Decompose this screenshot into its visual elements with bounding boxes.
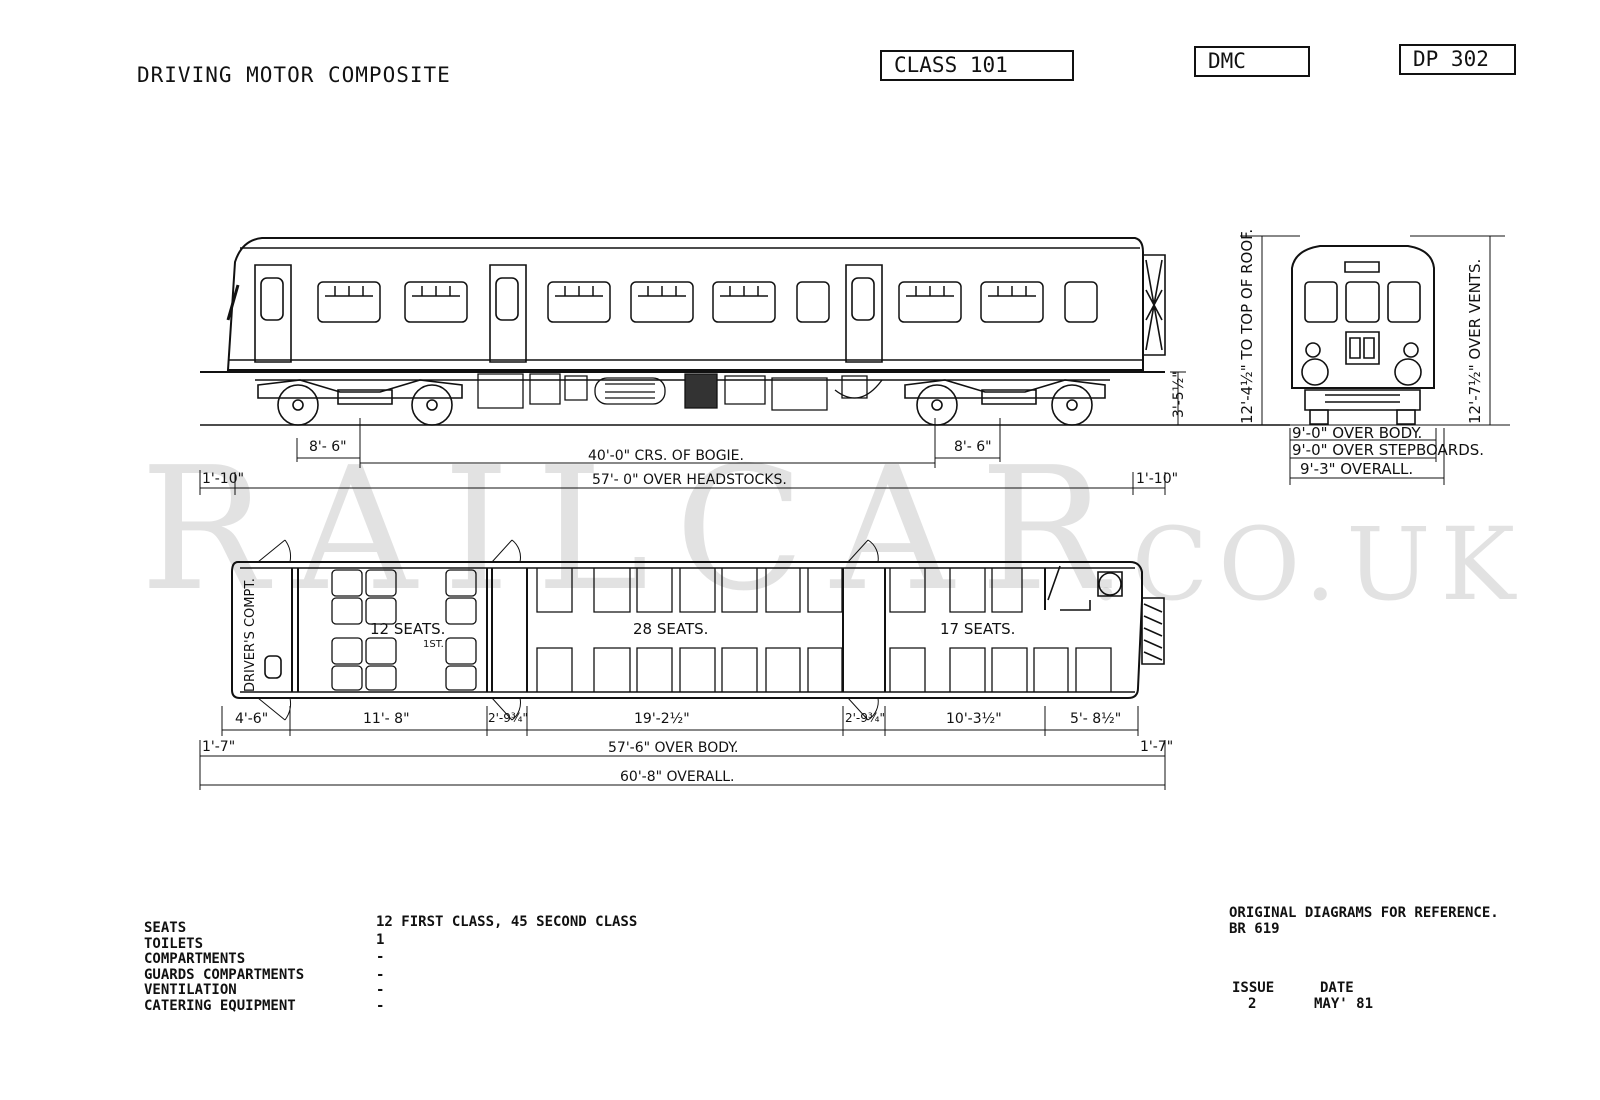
end-window-right bbox=[1388, 282, 1420, 322]
date-value: MAY' 81 bbox=[1314, 996, 1374, 1012]
dim-plan-d3: 2'-9¾" bbox=[488, 711, 529, 725]
end-buffer-left bbox=[1302, 359, 1328, 385]
spec-label: TOILETS bbox=[144, 935, 204, 952]
gangway-hatching bbox=[1146, 260, 1162, 350]
end-window-centre bbox=[1346, 282, 1379, 322]
spec-value: 1 bbox=[376, 931, 385, 948]
date-label: DATE bbox=[1320, 980, 1354, 996]
dim-end-left: 1'-10" bbox=[202, 471, 245, 487]
gangway-bellows bbox=[1143, 255, 1165, 355]
dim-plan-d7: 5'- 8½" bbox=[1070, 711, 1122, 727]
diagram-number-box: DP 302 bbox=[1399, 44, 1516, 75]
second-class-seats bbox=[537, 568, 1111, 692]
plan-view bbox=[232, 540, 1164, 720]
spec-label: GUARDS COMPARTMENTS bbox=[144, 966, 305, 983]
dim-end-stepboards: 9'-0" OVER STEPBOARDS. bbox=[1292, 441, 1485, 459]
reference-line-1: ORIGINAL DIAGRAMS FOR REFERENCE. bbox=[1229, 905, 1499, 921]
end-body-outline bbox=[1292, 246, 1434, 388]
spec-value: - bbox=[376, 949, 385, 965]
dim-plan-d6: 10'-3½" bbox=[946, 711, 1002, 727]
issue-label: ISSUE bbox=[1232, 980, 1275, 996]
end-door-panel-right bbox=[1364, 338, 1374, 358]
dim-plan-d2: 11'- 8" bbox=[363, 711, 410, 727]
first-class-mark: 1ST. bbox=[423, 639, 444, 650]
end-window-left bbox=[1305, 282, 1337, 322]
middle-seats-label: 28 SEATS. bbox=[633, 620, 709, 638]
end-bogie bbox=[1305, 390, 1420, 410]
spec-value: - bbox=[376, 982, 385, 998]
class-label: CLASS 101 bbox=[894, 53, 1008, 77]
issue-value: 2 bbox=[1248, 996, 1257, 1012]
side-dimensions bbox=[200, 372, 1186, 495]
spec-label: CATERING EQUIPMENT bbox=[144, 997, 296, 1014]
side-body-outline bbox=[228, 238, 1143, 370]
plan-gangway-hatch bbox=[1144, 604, 1162, 660]
watermark-railcar: RAILCAR bbox=[140, 431, 1134, 629]
end-gangway-door bbox=[1346, 332, 1379, 364]
end-lamp-left bbox=[1306, 343, 1320, 357]
diagram-number: DP 302 bbox=[1413, 47, 1489, 71]
spec-value: - bbox=[376, 997, 385, 1014]
end-lamp-right bbox=[1404, 343, 1418, 357]
cab-front bbox=[228, 285, 238, 320]
underframe-equipment bbox=[478, 374, 882, 410]
end-dimensions bbox=[1240, 236, 1510, 485]
dim-vents-height: 12'-7½" OVER VENTS. bbox=[1466, 258, 1484, 424]
dim-plan-over-body: 57'-6" OVER BODY. bbox=[608, 740, 739, 756]
side-elevation bbox=[200, 238, 1290, 425]
dim-bogie-right: 8'- 6" bbox=[954, 439, 992, 455]
dim-plan-d4: 19'-2½" bbox=[634, 711, 690, 727]
dim-end-overall: 9'-3" OVERALL. bbox=[1300, 460, 1414, 478]
dim-plan-d5: 2'-9¾" bbox=[845, 711, 886, 725]
end-buffer-right bbox=[1395, 359, 1421, 385]
rear-seats-label: 17 SEATS. bbox=[940, 620, 1016, 638]
plan-dimensions bbox=[200, 706, 1165, 790]
drivers-seat bbox=[265, 656, 281, 678]
dim-plan-d1: 4'-6" bbox=[235, 711, 269, 727]
dim-end-right: 1'-10" bbox=[1136, 471, 1179, 487]
type-code-box: DMC bbox=[1194, 46, 1310, 77]
dim-bogie-centres: 40'-0" CRS. OF BOGIE. bbox=[588, 448, 744, 464]
first-class-seats bbox=[332, 570, 476, 690]
dim-floor-height: 3'-5½" bbox=[1171, 371, 1187, 418]
side-windows bbox=[318, 282, 1097, 322]
spec-label: COMPARTMENTS bbox=[144, 951, 246, 967]
dim-end-over-body: 9'-0" OVER BODY. bbox=[1292, 424, 1423, 442]
dim-plan-overall: 60'-8" OVERALL. bbox=[620, 769, 735, 785]
dim-plan-end-right: 1'-7" bbox=[1140, 739, 1174, 755]
spec-label: VENTILATION bbox=[144, 982, 237, 998]
dim-over-headstocks: 57'- 0" OVER HEADSTOCKS. bbox=[592, 472, 787, 488]
type-code: DMC bbox=[1208, 49, 1246, 73]
drivers-compartment-label: DRIVER'S COMPT. bbox=[243, 578, 258, 692]
spec-value: - bbox=[376, 966, 385, 983]
end-wheel-left bbox=[1310, 410, 1328, 424]
spec-value: 12 FIRST CLASS, 45 SECOND CLASS bbox=[376, 914, 638, 930]
plan-gangway bbox=[1142, 598, 1164, 664]
toilet bbox=[1048, 566, 1122, 610]
dim-plan-end-left: 1'-7" bbox=[202, 739, 236, 755]
spec-label: SEATS bbox=[144, 920, 187, 936]
dim-bogie-left: 8'- 6" bbox=[309, 439, 347, 455]
plan-body-outline bbox=[232, 562, 1142, 698]
drawing-title: DRIVING MOTOR COMPOSITE bbox=[137, 63, 451, 87]
end-route-indicator bbox=[1345, 262, 1379, 272]
plan-partitions bbox=[292, 568, 1045, 692]
end-wheel-right bbox=[1397, 410, 1415, 424]
end-door-panel-left bbox=[1350, 338, 1360, 358]
side-doors bbox=[255, 265, 882, 362]
dim-roof-height: 12'-4½" TO TOP OF ROOF. bbox=[1238, 228, 1256, 424]
reference-line-2: BR 619 bbox=[1229, 921, 1280, 937]
plan-door-swings bbox=[258, 540, 878, 720]
class-box: CLASS 101 bbox=[880, 50, 1074, 81]
first-class-seats-label: 12 SEATS. bbox=[370, 620, 446, 638]
end-elevation bbox=[1292, 246, 1434, 424]
